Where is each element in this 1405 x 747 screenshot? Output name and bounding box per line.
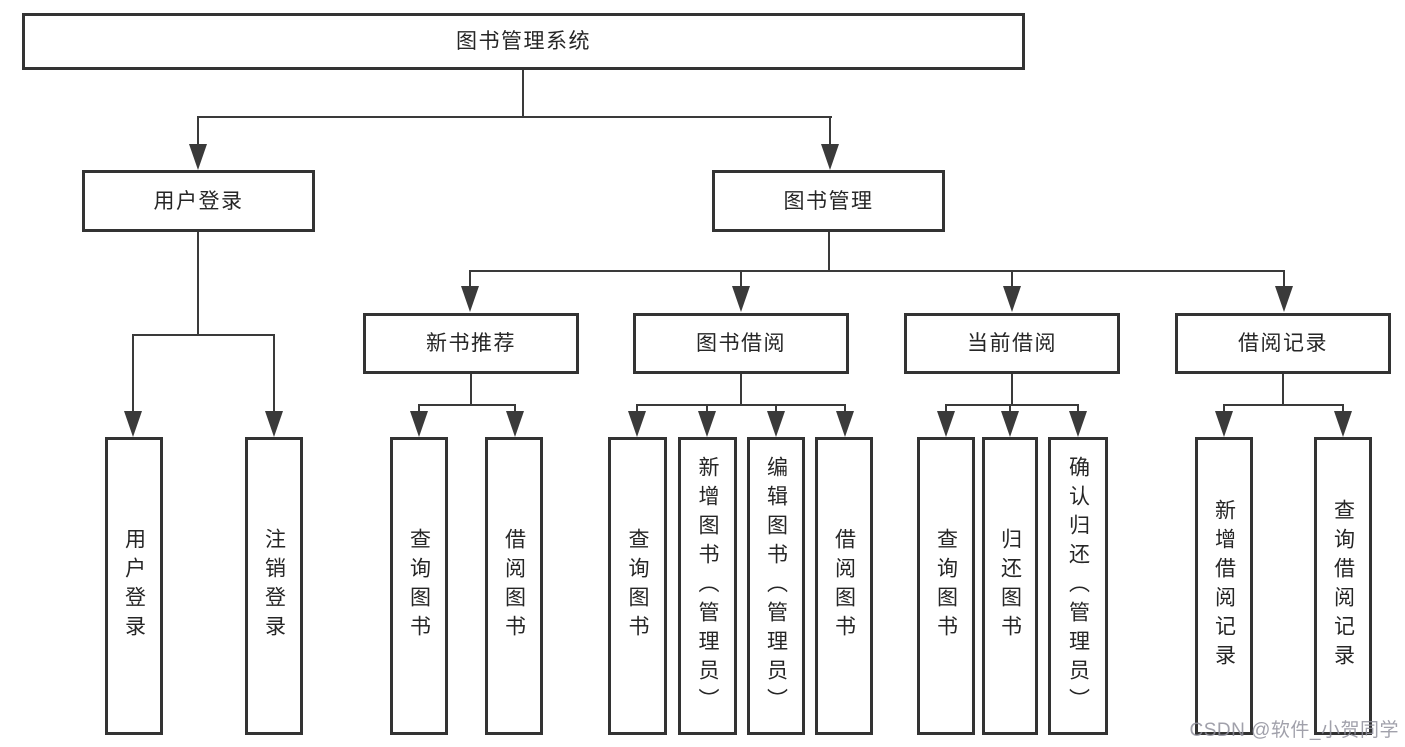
arrow-down-icon — [821, 144, 839, 170]
connector-book-management-trunk — [828, 232, 830, 272]
node-user-login: 用户登录 — [82, 170, 315, 232]
node-new-book-recommendation: 新书推荐 — [363, 313, 579, 374]
arrow-down-icon — [698, 411, 716, 437]
connector-stub — [844, 404, 846, 413]
node-borrow-books: 借阅图书 — [815, 437, 873, 735]
arrow-down-icon — [1003, 286, 1021, 312]
arrow-down-icon — [189, 144, 207, 170]
node-edit-books-admin: 编辑图书（管理员） — [747, 437, 805, 735]
watermark-csdn: CSDN @软件_小贺同学 — [1189, 720, 1399, 741]
node-query-books-recommend: 查询图书 — [390, 437, 448, 735]
connector-user-login-trunk — [197, 232, 199, 336]
arrow-down-icon — [1215, 411, 1233, 437]
arrow-down-icon — [937, 411, 955, 437]
node-logout: 注销登录 — [245, 437, 303, 735]
node-book-borrowing: 图书借阅 — [633, 313, 849, 374]
arrow-down-icon — [628, 411, 646, 437]
connector-stub — [514, 404, 516, 413]
connector-stub — [469, 270, 471, 287]
connector-root-trunk — [522, 70, 524, 118]
connector-stub — [418, 404, 420, 413]
arrow-down-icon — [1001, 411, 1019, 437]
connector-stub — [1009, 404, 1011, 413]
connector-stub — [1342, 404, 1344, 413]
node-book-management: 图书管理 — [712, 170, 945, 232]
connector-stub — [1283, 270, 1285, 287]
node-query-books-current: 查询图书 — [917, 437, 975, 735]
connector-trunk — [740, 374, 742, 406]
node-add-borrow-record: 新增借阅记录 — [1195, 437, 1253, 735]
node-user-login-leaf: 用户登录 — [105, 437, 163, 735]
node-add-books-admin: 新增图书（管理员） — [678, 437, 737, 735]
arrow-down-icon — [461, 286, 479, 312]
connector-stub — [1011, 270, 1013, 287]
node-return-books: 归还图书 — [982, 437, 1038, 735]
arrow-down-icon — [1069, 411, 1087, 437]
node-query-books-borrowing: 查询图书 — [608, 437, 667, 735]
connector-stub — [1077, 404, 1079, 413]
connector-splitter — [636, 404, 846, 406]
connector-splitter — [1223, 404, 1344, 406]
arrow-down-icon — [1334, 411, 1352, 437]
connector-level1-splitter — [197, 116, 832, 118]
node-library-management-system: 图书管理系统 — [22, 13, 1025, 70]
arrow-down-icon — [767, 411, 785, 437]
connector-stub — [273, 334, 275, 412]
connector-stub — [740, 270, 742, 287]
connector-stub — [829, 116, 831, 146]
connector-splitter — [418, 404, 516, 406]
node-query-borrow-record: 查询借阅记录 — [1314, 437, 1372, 735]
connector-stub — [1223, 404, 1225, 413]
connector-user-login-splitter — [132, 334, 275, 336]
connector-stub — [945, 404, 947, 413]
connector-stub — [132, 334, 134, 412]
arrow-down-icon — [506, 411, 524, 437]
connector-trunk — [1011, 374, 1013, 406]
connector-stub — [636, 404, 638, 413]
node-confirm-return-admin: 确认归还（管理员） — [1048, 437, 1108, 735]
connector-splitter — [945, 404, 1079, 406]
arrow-down-icon — [732, 286, 750, 312]
node-borrow-books-recommend: 借阅图书 — [485, 437, 543, 735]
arrow-down-icon — [410, 411, 428, 437]
arrow-down-icon — [265, 411, 283, 437]
arrow-down-icon — [836, 411, 854, 437]
arrow-down-icon — [1275, 286, 1293, 312]
connector-stub — [706, 404, 708, 413]
connector-trunk — [1282, 374, 1284, 406]
arrow-down-icon — [124, 411, 142, 437]
connector-trunk — [470, 374, 472, 406]
connector-stub — [197, 116, 199, 146]
node-borrowing-records: 借阅记录 — [1175, 313, 1391, 374]
node-current-borrowing: 当前借阅 — [904, 313, 1120, 374]
connector-stub — [775, 404, 777, 413]
connector-level3-splitter — [469, 270, 1285, 272]
